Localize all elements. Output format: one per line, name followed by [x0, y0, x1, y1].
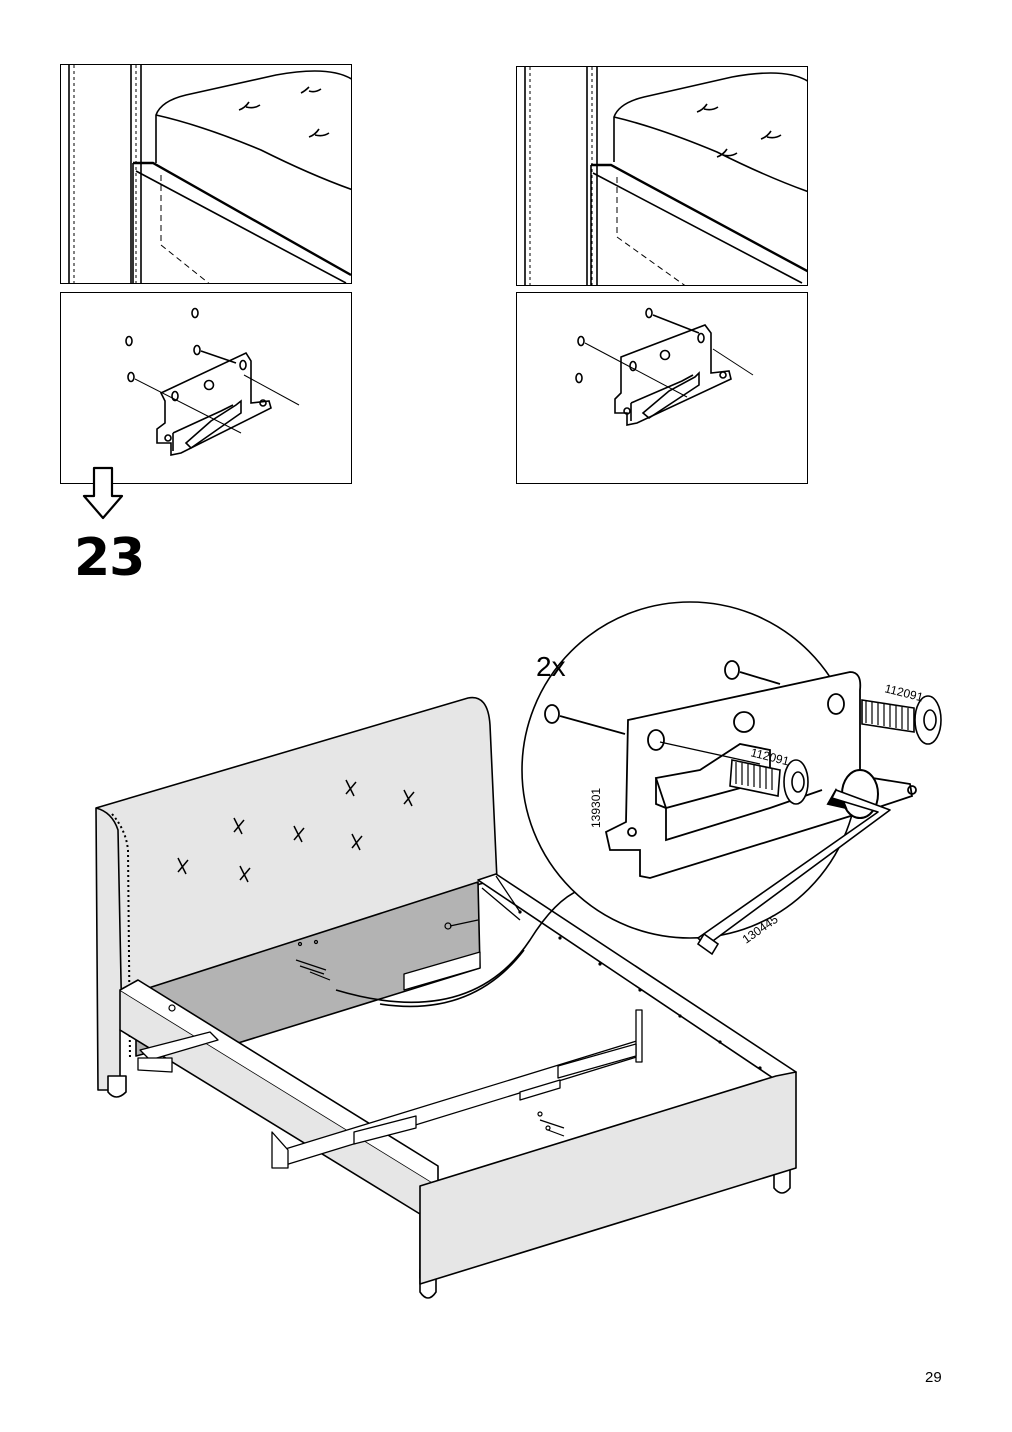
bolt-112091-b	[861, 695, 942, 745]
bolt-label-a: 112091	[883, 681, 925, 704]
quantity-label: 2x	[536, 651, 566, 682]
top-right-detail-panel	[516, 66, 808, 286]
magnified-detail	[521, 601, 942, 939]
bracket-detail-panel-left	[60, 292, 352, 484]
bed-frame-assembly-illustration: 2x 112091 112091 139301 130445	[95, 601, 942, 1299]
step-number: 23	[74, 528, 145, 588]
allen-key-130445	[697, 789, 891, 947]
headboard-tufting	[177, 779, 415, 883]
bolt-112091-a	[729, 759, 809, 805]
footboard	[419, 1071, 797, 1285]
leg-back-left	[107, 1075, 127, 1098]
headboard-rail-view-a	[68, 65, 351, 283]
bracket-fitting-view-a	[125, 307, 300, 456]
down-arrow-icon	[82, 466, 124, 520]
bracket-fitting-view-b	[575, 307, 754, 426]
bracket-label: 139301	[589, 788, 603, 828]
bracket-detail-panel-right	[516, 292, 808, 484]
page-number: 29	[925, 1369, 942, 1386]
headboard-rail-view-b	[524, 67, 807, 285]
top-left-detail-panel	[60, 64, 352, 284]
